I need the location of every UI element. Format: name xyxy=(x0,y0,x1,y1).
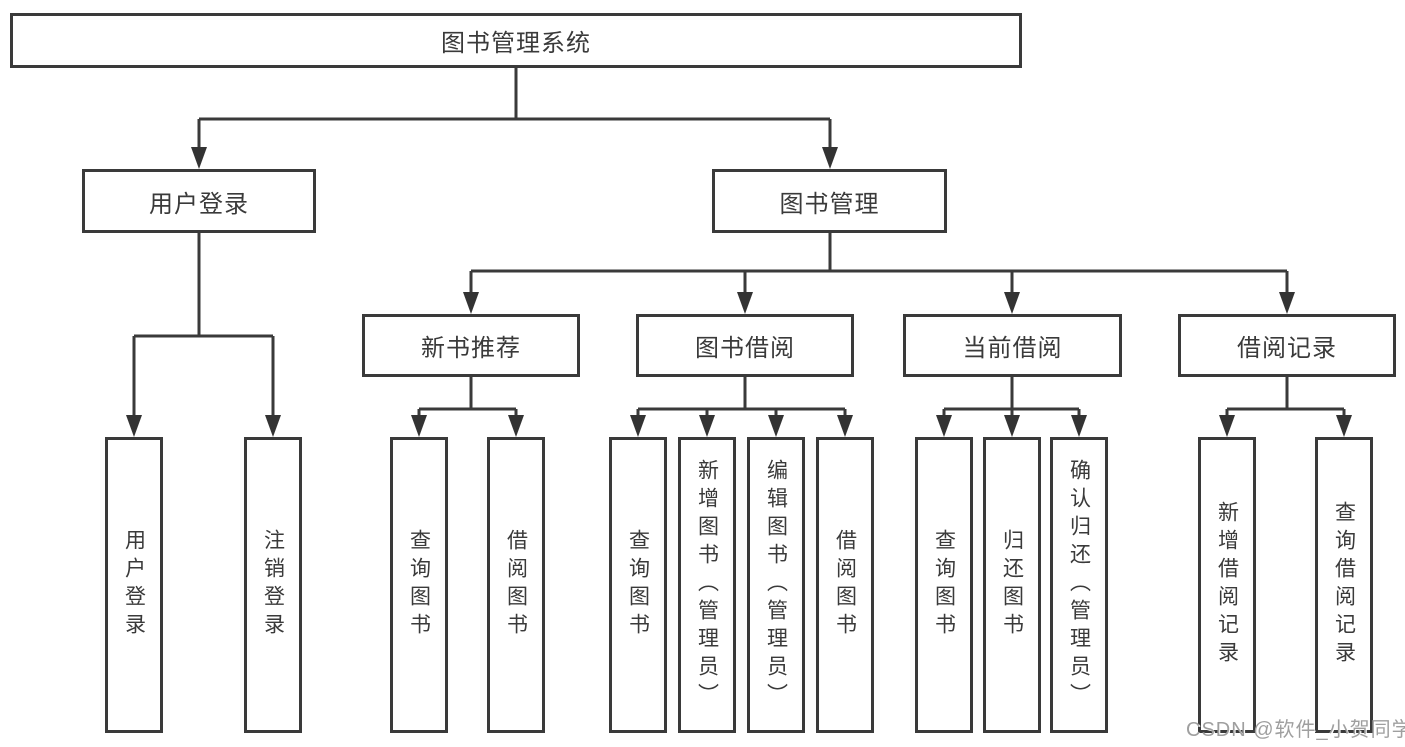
connector-book-borrow-to-leaves xyxy=(636,377,847,415)
node-label: 注销登录 xyxy=(261,529,285,641)
arrow-down-icon xyxy=(463,292,479,314)
arrow-down-icon xyxy=(126,415,142,437)
node-label: 确认归还（管理员） xyxy=(1067,459,1091,711)
arrow-down-icon xyxy=(699,415,715,437)
leaf-edit-books-admin: 编辑图书（管理员） xyxy=(747,437,805,733)
node-label: 查询图书 xyxy=(932,529,956,641)
leaf-query-borrow-record: 查询借阅记录 xyxy=(1315,437,1373,733)
arrow-down-icon xyxy=(411,415,427,437)
arrow-down-icon xyxy=(630,415,646,437)
csdn-watermark: CSDN @软件_小贺同学 xyxy=(1186,719,1405,741)
leaf-query-books-borrow: 查询图书 xyxy=(609,437,667,733)
node-label: 图书管理系统 xyxy=(441,30,591,57)
arrow-down-icon xyxy=(1004,415,1020,437)
node-label: 用户登录 xyxy=(122,529,146,641)
arrow-down-icon xyxy=(265,415,281,437)
node-label: 图书管理 xyxy=(779,190,880,218)
leaf-add-borrow-record: 新增借阅记录 xyxy=(1198,437,1256,733)
leaf-add-books-admin: 新增图书（管理员） xyxy=(678,437,736,733)
arrow-down-icon xyxy=(1219,415,1235,437)
node-label: 图书借阅 xyxy=(695,335,795,362)
node-label: 查询图书 xyxy=(407,529,431,641)
node-library-management-system: 图书管理系统 xyxy=(10,13,1022,68)
node-user-login: 用户登录 xyxy=(82,169,316,233)
leaf-logout: 注销登录 xyxy=(244,437,302,733)
node-label: 新增借阅记录 xyxy=(1215,501,1239,669)
node-label: 借阅图书 xyxy=(833,529,857,641)
connector-borrow-records-to-leaves xyxy=(1225,377,1346,415)
connector-current-borrow-to-leaves xyxy=(942,377,1081,415)
leaf-query-books-current: 查询图书 xyxy=(915,437,973,733)
node-label: 归还图书 xyxy=(1000,529,1024,641)
node-label: 编辑图书（管理员） xyxy=(764,459,788,711)
arrow-down-icon xyxy=(508,415,524,437)
arrow-down-icon xyxy=(191,147,207,169)
connector-user-login-to-leaves xyxy=(132,233,275,415)
node-label: 用户登录 xyxy=(149,190,249,218)
arrow-down-icon xyxy=(768,415,784,437)
arrow-down-icon xyxy=(737,292,753,314)
leaf-borrow-books-recommend: 借阅图书 xyxy=(487,437,545,733)
node-new-book-recommendation: 新书推荐 xyxy=(362,314,580,377)
connector-root-to-level2 xyxy=(197,68,832,147)
node-current-borrowing: 当前借阅 xyxy=(903,314,1122,377)
node-label: 新书推荐 xyxy=(421,335,521,362)
arrow-down-icon xyxy=(822,147,838,169)
node-label: 借阅图书 xyxy=(504,529,528,641)
node-label: 新增图书（管理员） xyxy=(695,459,719,711)
leaf-user-login: 用户登录 xyxy=(105,437,163,733)
arrow-down-icon xyxy=(1004,292,1020,314)
arrow-down-icon xyxy=(837,415,853,437)
leaf-borrow-books: 借阅图书 xyxy=(816,437,874,733)
arrow-down-icon xyxy=(1279,292,1295,314)
node-label: 借阅记录 xyxy=(1237,335,1337,362)
leaf-query-books-recommend: 查询图书 xyxy=(390,437,448,733)
leaf-confirm-return-admin: 确认归还（管理员） xyxy=(1050,437,1108,733)
node-label: 当前借阅 xyxy=(962,335,1063,362)
node-book-borrowing: 图书借阅 xyxy=(636,314,854,377)
leaf-return-books: 归还图书 xyxy=(983,437,1041,733)
arrow-down-icon xyxy=(1071,415,1087,437)
arrow-down-icon xyxy=(936,415,952,437)
node-label: 查询借阅记录 xyxy=(1332,501,1356,669)
connector-new-book-to-leaves xyxy=(417,377,518,415)
arrow-down-icon xyxy=(1336,415,1352,437)
node-book-management: 图书管理 xyxy=(712,169,947,233)
connector-book-mgmt-to-level3 xyxy=(469,233,1289,292)
node-label: 查询图书 xyxy=(626,529,650,641)
node-borrowing-records: 借阅记录 xyxy=(1178,314,1396,377)
